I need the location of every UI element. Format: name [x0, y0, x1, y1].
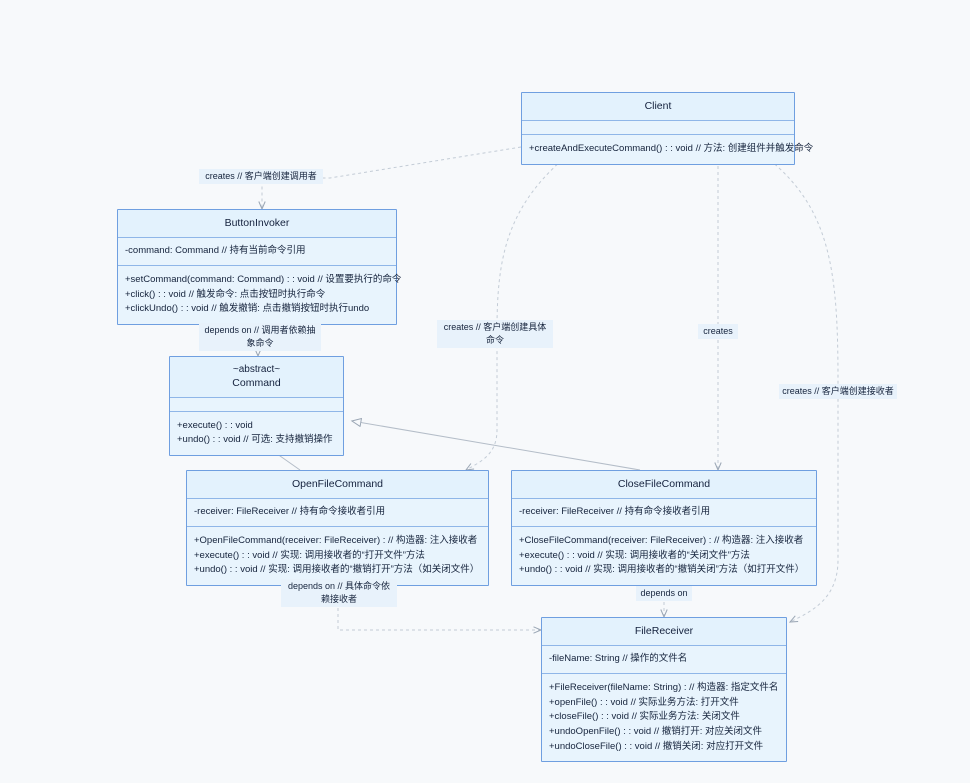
- edge-label-lbl-creates-plain: creates: [698, 324, 738, 340]
- uml-operation-row: +click() : : void // 触发命令: 点击按钮时执行命令: [125, 288, 326, 300]
- edge-label-lbl-creates-receiver: creates // 客户端创建接收者: [779, 384, 897, 400]
- uml-class-closefilecommand[interactable]: CloseFileCommand -receiver: FileReceiver …: [511, 470, 817, 586]
- uml-operations-openfilecommand: +OpenFileCommand(receiver: FileReceiver)…: [187, 526, 488, 585]
- uml-operations-closefilecommand: +CloseFileCommand(receiver: FileReceiver…: [512, 526, 816, 585]
- uml-attributes-buttoninvoker: -command: Command // 持有当前命令引用: [118, 238, 396, 266]
- uml-operation-row: +execute() : : void // 实现: 调用接收者的“关闭文件”方…: [519, 549, 750, 561]
- uml-class-openfilecommand[interactable]: OpenFileCommand -receiver: FileReceiver /…: [186, 470, 489, 586]
- uml-attribute-row: -command: Command // 持有当前命令引用: [125, 245, 306, 257]
- edge-client-creates-openfilecommand: [466, 159, 563, 470]
- uml-class-name-client: Client: [644, 100, 672, 112]
- uml-operation-row: +undoOpenFile() : : void // 撤销打开: 对应关闭文件: [549, 726, 763, 737]
- uml-operations-client: +createAndExecuteCommand() : : void // 方…: [522, 135, 814, 164]
- uml-attributes-openfilecommand: -receiver: FileReceiver // 持有命令接收者引用: [187, 499, 488, 527]
- uml-operations-buttoninvoker: +setCommand(command: Command) : : void /…: [118, 265, 402, 324]
- uml-attribute-row: -receiver: FileReceiver // 持有命令接收者引用: [519, 506, 711, 518]
- uml-class-title-closefilecommand: CloseFileCommand: [512, 471, 816, 500]
- edge-label-lbl-depends-on: depends on: [636, 586, 692, 602]
- edge-label-lbl-creates-invoker: creates // 客户端创建调用者: [199, 169, 323, 185]
- uml-operation-row: +undo() : : void // 实现: 调用接收者的“撤销关闭”方法（如…: [519, 564, 805, 576]
- uml-class-command[interactable]: ~abstract~Command +execute() : : void +und…: [169, 356, 344, 457]
- uml-operation-row: +setCommand(command: Command) : : void /…: [125, 273, 402, 285]
- uml-attributes-closefilecommand: -receiver: FileReceiver // 持有命令接收者引用: [512, 499, 816, 527]
- uml-attribute-row: -receiver: FileReceiver // 持有命令接收者引用: [194, 506, 386, 518]
- uml-operation-row: +CloseFileCommand(receiver: FileReceiver…: [519, 534, 804, 546]
- uml-operation-row: +FileReceiver(fileName: String) : // 构造器…: [549, 681, 779, 693]
- uml-operation-row: +undo() : : void // 可选: 支持撤销操作: [177, 434, 333, 446]
- uml-class-name-closefilecommand: CloseFileCommand: [617, 478, 711, 490]
- uml-operation-row: +openFile() : : void // 实际业务方法: 打开文件: [549, 696, 739, 708]
- uml-class-buttoninvoker[interactable]: ButtonInvoker -command: Command // 持有当前命令…: [117, 209, 402, 325]
- uml-operation-row: +clickUndo() : : void // 触发撤销: 点击撤销按钮时执行…: [125, 303, 370, 315]
- uml-operations-command: +execute() : : void +undo() : : void // 可…: [170, 411, 343, 456]
- edge-label-lbl-depends-abstract: depends on // 调用者依赖抽象命令: [199, 323, 321, 352]
- uml-class-title-openfilecommand: OpenFileCommand: [187, 471, 488, 500]
- uml-operations-filereceiver: +FileReceiver(fileName: String) : // 构造器…: [542, 673, 786, 762]
- uml-operation-row: +undo() : : void // 实现: 调用接收者的“撤销打开”方法（如…: [194, 564, 480, 576]
- uml-operation-row: +OpenFileCommand(receiver: FileReceiver)…: [194, 534, 478, 546]
- uml-class-title-client: Client: [522, 93, 794, 122]
- edge-label-lbl-depends-receiver: depends on // 具体命令依赖接收者: [281, 579, 397, 608]
- edge-closefilecommand-extends-command: [352, 421, 641, 471]
- uml-stereotype-command: ~abstract~: [232, 364, 281, 375]
- uml-attributes-filereceiver: -fileName: String // 操作的文件名: [542, 646, 786, 674]
- uml-class-name-filereceiver: FileReceiver: [634, 625, 694, 637]
- edge-label-lbl-creates-concrete: creates // 客户端创建具体命令: [437, 320, 553, 349]
- uml-operation-row: +execute() : : void: [177, 419, 253, 431]
- uml-class-name-openfilecommand: OpenFileCommand: [291, 478, 384, 490]
- uml-operation-row: +closeFile() : : void // 实际业务方法: 关闭文件: [549, 711, 740, 723]
- uml-class-filereceiver[interactable]: FileReceiver -fileName: String // 操作的文件名 +…: [541, 617, 787, 763]
- uml-operation-row: +createAndExecuteCommand() : : void // 方…: [529, 143, 814, 155]
- uml-class-name-buttoninvoker: ButtonInvoker: [224, 217, 290, 229]
- uml-class-name-command: Command: [232, 376, 281, 389]
- uml-attributes-client: [522, 121, 794, 136]
- uml-class-title-command: ~abstract~Command: [170, 357, 343, 398]
- uml-class-title-filereceiver: FileReceiver: [542, 618, 786, 647]
- uml-attribute-row: -fileName: String // 操作的文件名: [549, 653, 688, 665]
- uml-class-title-buttoninvoker: ButtonInvoker: [118, 210, 396, 239]
- uml-attributes-command: [170, 397, 343, 412]
- uml-class-client[interactable]: Client +createAndExecuteCommand() : : voi…: [521, 92, 814, 165]
- uml-operation-row: +execute() : : void // 实现: 调用接收者的“打开文件”方…: [194, 549, 425, 561]
- uml-operation-row: +undoCloseFile() : : void // 撤销关闭: 对应打开文…: [549, 740, 764, 752]
